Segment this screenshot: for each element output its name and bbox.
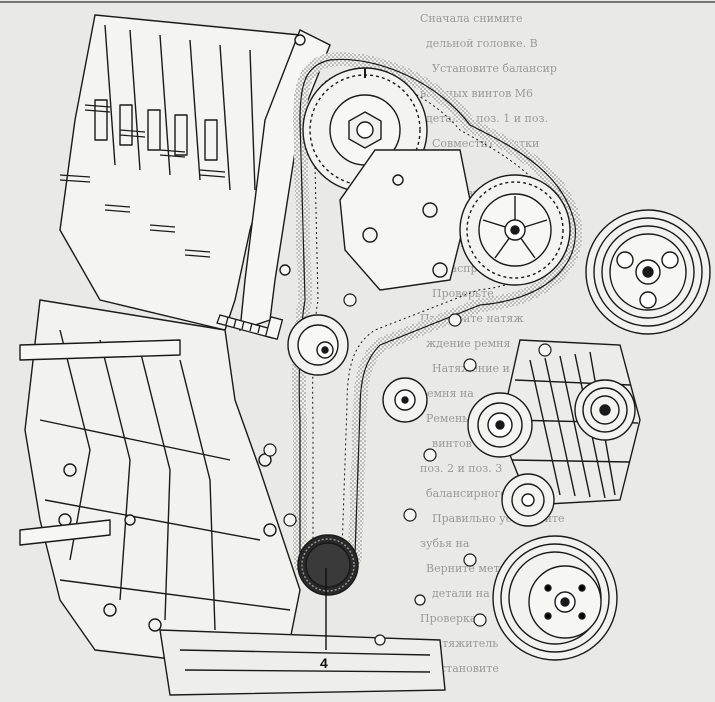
bleed-text-line: Установите балансир xyxy=(432,62,557,75)
mounting-bolts xyxy=(263,293,552,646)
bleed-text-line: Сначала снимите xyxy=(420,12,523,25)
adjuster-bolt xyxy=(216,314,284,341)
bleed-text-line: поз. 2 и поз. 3 xyxy=(420,462,502,475)
bleed-text-line: Установите xyxy=(432,662,499,675)
power-steering-pulley xyxy=(585,209,711,335)
bleed-text-line: ждение ремня xyxy=(426,337,511,350)
callout-4-label: 4 xyxy=(320,655,328,671)
bleed-text-line: Верните метку xyxy=(426,562,513,575)
small-idler-pulley xyxy=(501,473,555,527)
idler-roller xyxy=(382,377,428,423)
bleed-text-line: детали на xyxy=(432,587,490,600)
alternator xyxy=(499,339,641,506)
tensioner-roller xyxy=(287,314,349,376)
bleed-text-line: Проверка xyxy=(420,612,477,625)
accessory-idler-pulley xyxy=(467,392,533,458)
pump-sprocket xyxy=(459,174,571,286)
bleed-text-line: деталей поз. 1 и поз. xyxy=(426,112,548,125)
bleed-text-line: ремня на xyxy=(420,387,474,400)
cam-bracket-plate xyxy=(339,149,471,291)
bleed-text-line: дельной головке. В xyxy=(426,37,538,50)
engine-block xyxy=(19,14,446,696)
bleed-text-line: зубья на xyxy=(420,537,470,550)
bleed-text-line: винтов xyxy=(432,437,472,450)
bleed-text-line: Натяжитель xyxy=(426,637,498,650)
ac-compressor-pulley xyxy=(492,535,618,661)
crankshaft-sprocket xyxy=(297,534,359,596)
